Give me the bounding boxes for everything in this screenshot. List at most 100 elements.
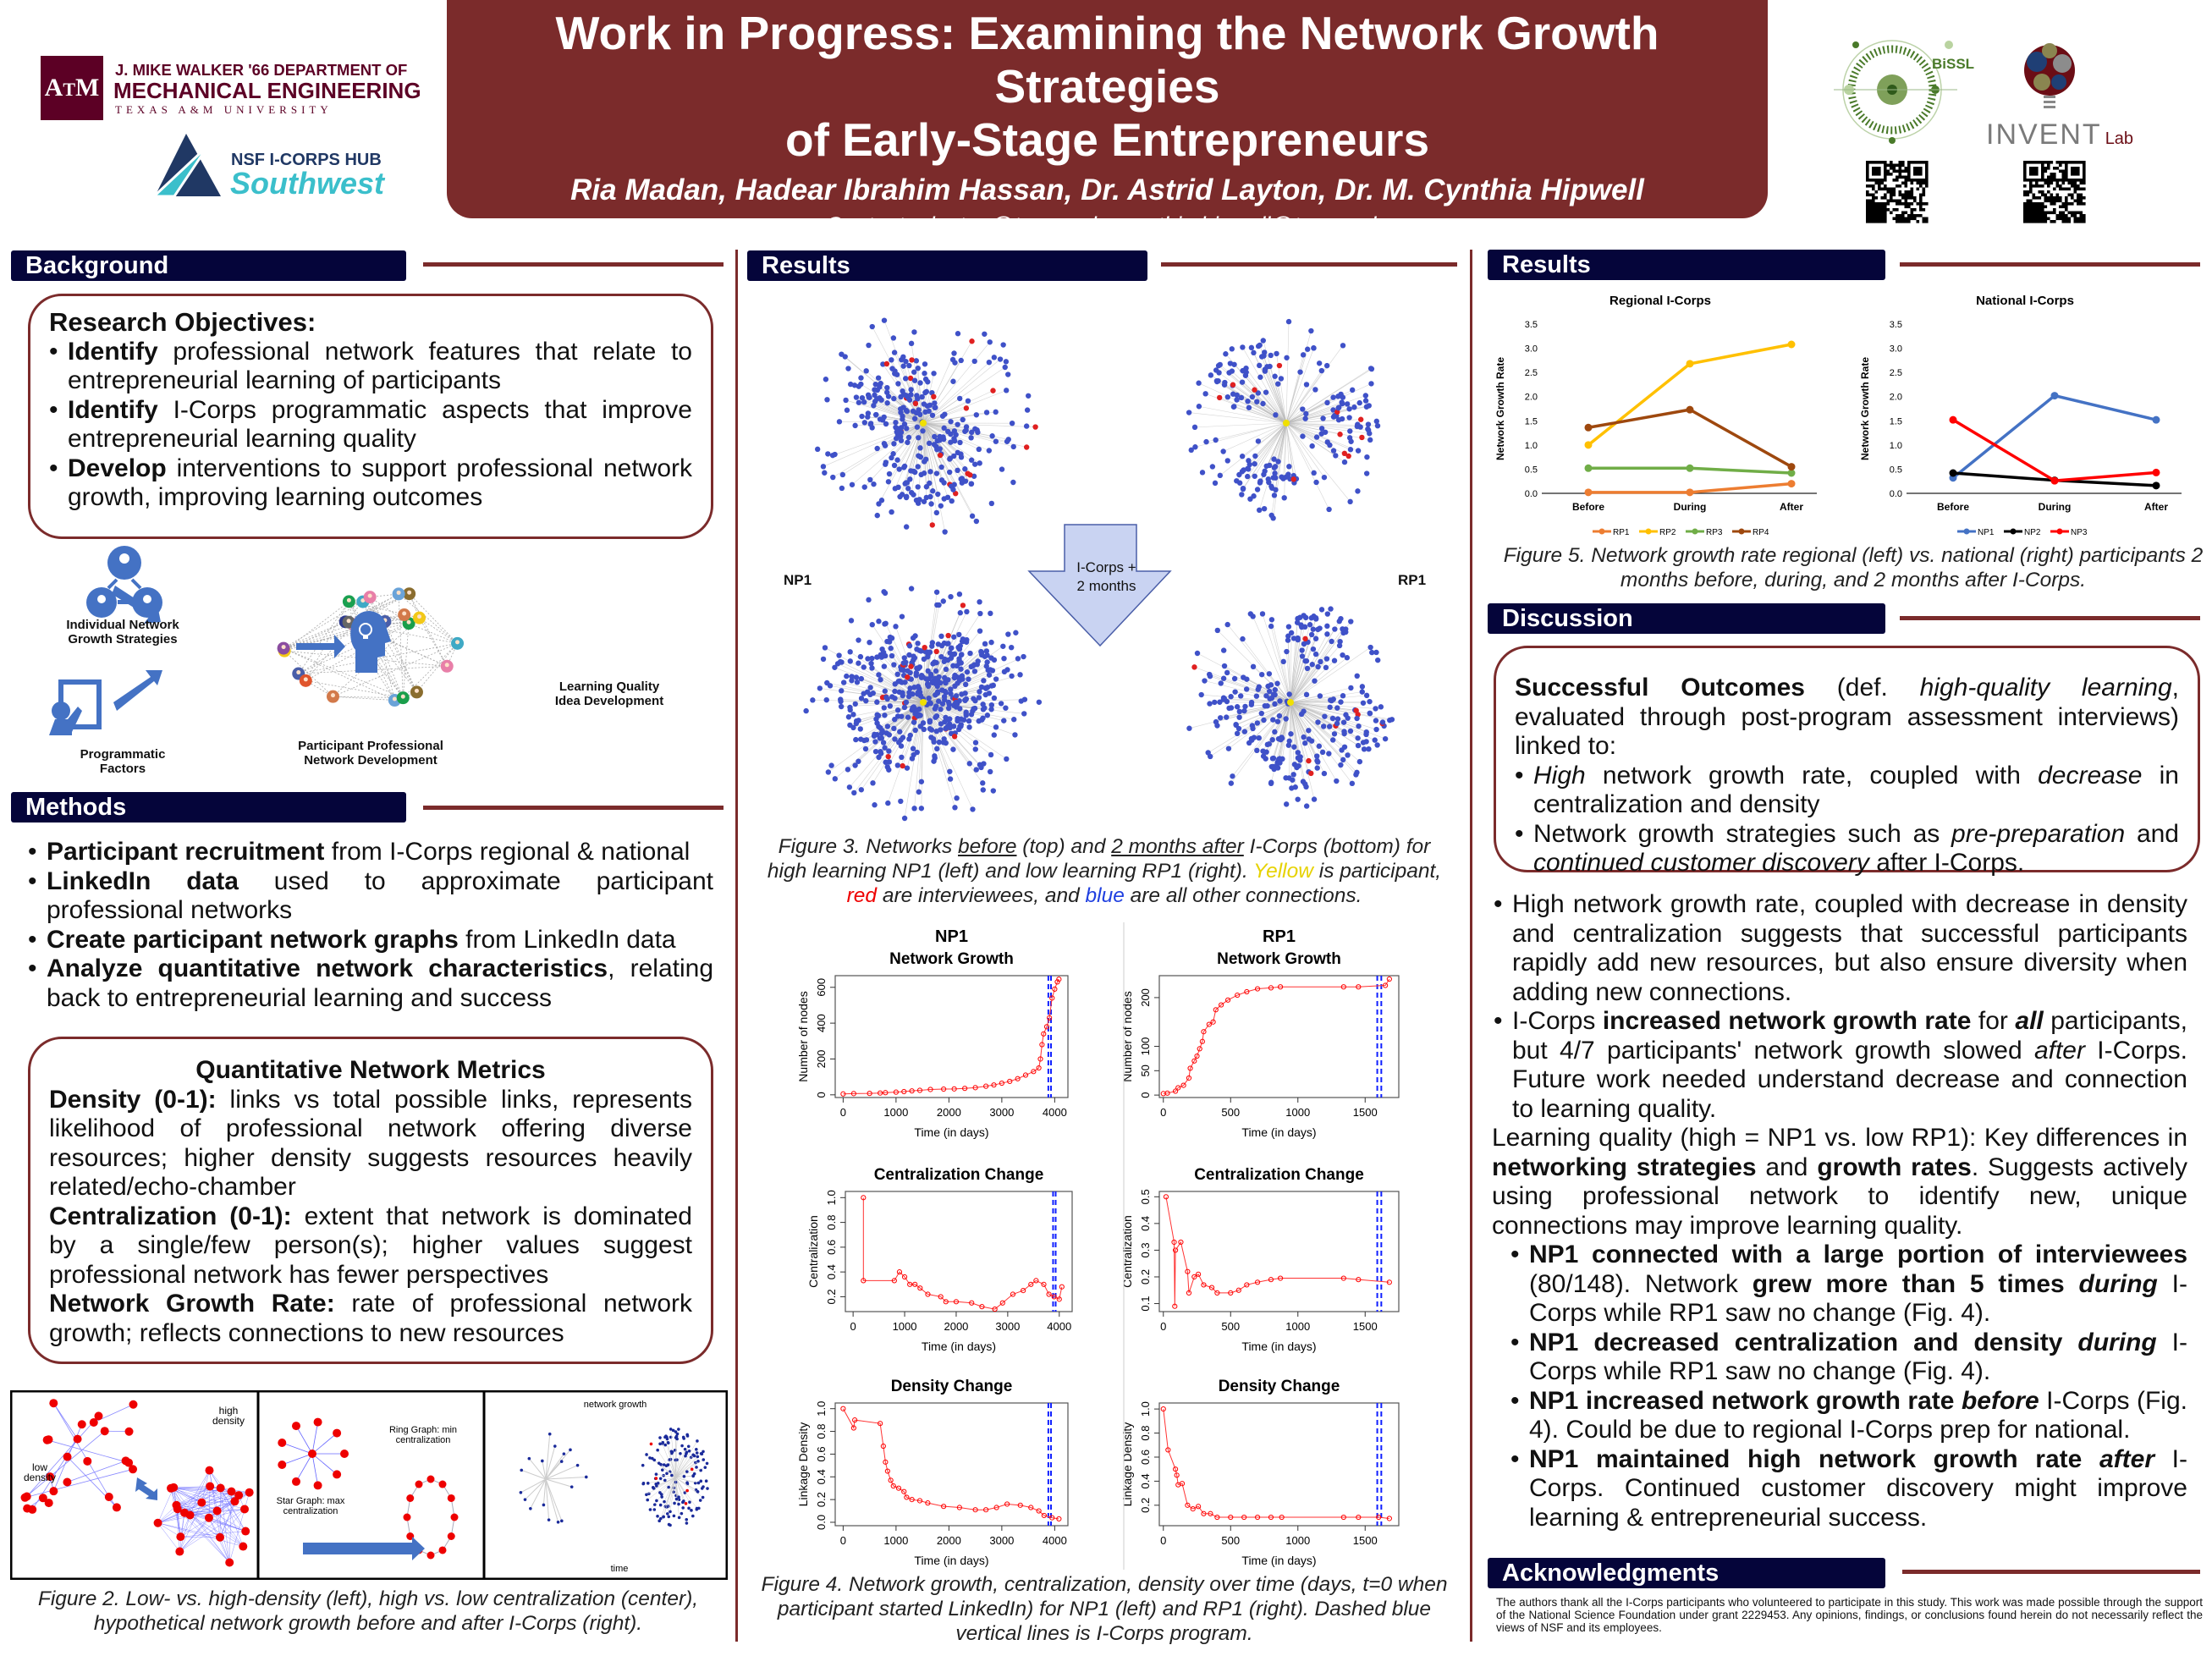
x-axis-label: Time (in days)	[1241, 1340, 1316, 1353]
node	[667, 1485, 670, 1489]
network-node	[1306, 757, 1312, 764]
network-node	[822, 645, 828, 651]
network-node	[951, 350, 957, 356]
network-node	[1230, 773, 1235, 779]
network-node	[1209, 464, 1216, 470]
network-node	[1361, 746, 1367, 752]
data-point	[2152, 415, 2160, 424]
qr-module	[1886, 169, 1890, 173]
qr-module	[1892, 199, 1896, 203]
qr-module	[1904, 220, 1908, 223]
network-node	[938, 633, 944, 640]
network-node	[986, 672, 993, 678]
data-point	[901, 1088, 907, 1095]
qr-module	[1925, 184, 1929, 188]
network-node	[874, 512, 880, 519]
network-node	[949, 483, 955, 489]
network-node	[1228, 694, 1234, 700]
edge	[663, 1477, 676, 1502]
network-node	[993, 724, 999, 730]
network-node	[916, 453, 922, 459]
network-node	[1221, 663, 1228, 669]
edge	[520, 1478, 547, 1494]
network-node	[1229, 346, 1235, 352]
qr-module	[1866, 163, 1869, 168]
network-node	[925, 654, 931, 660]
qr-module	[2071, 179, 2074, 182]
node	[100, 1427, 109, 1436]
network-node	[1302, 657, 1308, 664]
network-node	[1326, 723, 1333, 729]
qr-module	[1925, 202, 1929, 206]
qr-module	[2044, 193, 2048, 197]
qr-module	[2041, 169, 2044, 173]
network-node	[958, 652, 965, 658]
qr-module	[2032, 202, 2036, 206]
data-point	[925, 1500, 931, 1506]
metric-definition: Network Growth Rate: rate of professiona…	[49, 1290, 692, 1348]
qr-module	[2035, 205, 2039, 209]
network-node	[1262, 368, 1268, 374]
node	[702, 1450, 705, 1454]
y-tick-label: 0.5	[1139, 1189, 1152, 1204]
network-node	[891, 662, 897, 668]
qr-module	[2083, 169, 2086, 173]
network-edge	[1198, 382, 1287, 424]
network-node	[1036, 699, 1043, 705]
qr-module	[1904, 202, 1908, 206]
network-node	[1301, 734, 1307, 740]
network-node	[1003, 705, 1009, 711]
edge	[209, 1486, 246, 1532]
node	[695, 1448, 698, 1451]
network-edge	[922, 361, 990, 424]
network-node	[1024, 407, 1031, 413]
network-node	[1015, 656, 1021, 662]
node	[701, 1495, 705, 1499]
network-node	[959, 673, 966, 679]
network-node	[1354, 715, 1360, 722]
data-point	[1213, 1007, 1219, 1013]
edge	[674, 1455, 694, 1478]
text-segment: participants, but 4/7 participants' netw…	[1512, 1007, 2187, 1065]
qr-module	[1884, 193, 1887, 197]
qr-code-invent-lab[interactable]	[2023, 161, 2087, 224]
edge	[311, 1433, 338, 1455]
y-axis-label: Linkage Density	[1120, 1422, 1134, 1507]
label: high	[219, 1405, 239, 1417]
edge	[176, 1505, 210, 1518]
network-node	[972, 746, 978, 752]
network-node	[955, 718, 960, 724]
data-point	[1235, 992, 1241, 999]
qr-module	[1904, 217, 1908, 221]
qr-module	[1880, 205, 1885, 209]
metric-definition: Centralization (0-1): extent that networ…	[49, 1202, 692, 1290]
network-node	[1266, 671, 1273, 677]
network-node	[948, 439, 954, 445]
qr-module	[2077, 169, 2080, 173]
qr-code-bissl[interactable]	[1866, 161, 1929, 224]
network-node	[915, 712, 921, 719]
text-segment: Identify	[68, 395, 158, 424]
network-node	[971, 358, 977, 365]
data-point	[972, 1085, 978, 1091]
node	[704, 1479, 708, 1483]
node	[49, 1399, 58, 1408]
network-node	[1216, 370, 1222, 376]
qr-module	[1874, 173, 1879, 176]
qr-module	[1872, 205, 1875, 209]
network-node	[871, 481, 877, 487]
network-node	[880, 740, 887, 745]
network-node	[1026, 393, 1032, 399]
network-node	[1004, 388, 1010, 393]
network-node	[884, 723, 891, 729]
quantitative-metrics-box: Quantitative Network Metrics Density (0-…	[28, 1037, 713, 1364]
node	[245, 1488, 254, 1497]
person-avatar-icon	[406, 619, 411, 624]
network-node	[1345, 752, 1351, 758]
qr-module	[2038, 179, 2042, 182]
edge	[190, 1491, 232, 1516]
network-node	[1266, 688, 1273, 695]
qr-module	[2035, 196, 2039, 200]
network-node	[963, 427, 969, 433]
edge	[521, 1469, 547, 1480]
